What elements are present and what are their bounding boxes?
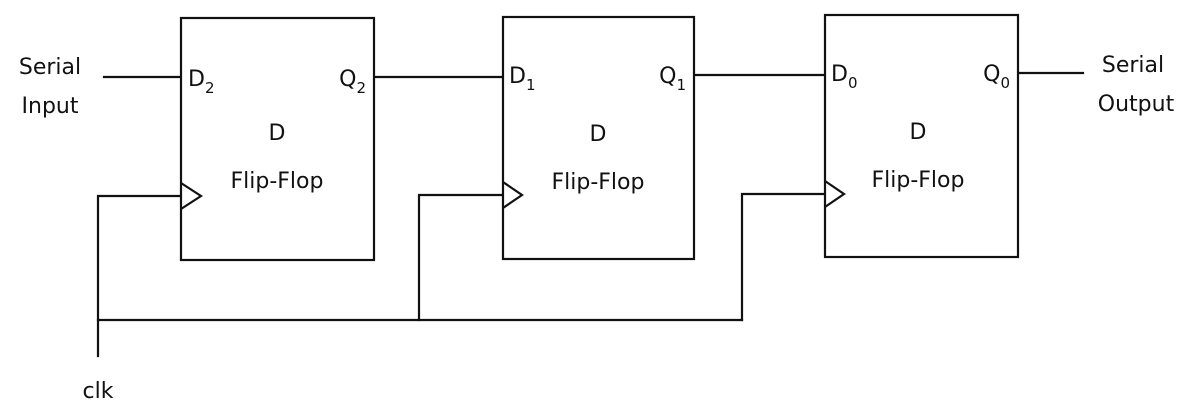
clock-label: clk <box>83 379 114 404</box>
flip-flop-0-subtitle: Flip-Flop <box>872 168 965 193</box>
clock-wire-ff1 <box>417 193 505 322</box>
flip-flop-2-q-pin: Q2 <box>339 67 366 97</box>
flip-flop-1-box <box>501 15 696 261</box>
flip-flop-0-title: D <box>910 120 927 145</box>
clock-wire-ff0 <box>740 192 827 322</box>
flip-flop-0-q-pin: Q0 <box>983 62 1010 92</box>
flip-flop-1: D1 Q1 D Flip-Flop <box>501 15 696 261</box>
serial-output-label-line1: Serial <box>1102 53 1164 78</box>
flip-flop-2-subtitle: Flip-Flop <box>231 169 324 194</box>
flip-flop-1-subtitle: Flip-Flop <box>552 170 645 195</box>
flip-flop-1-title: D <box>590 122 607 147</box>
flip-flop-1-q-pin: Q1 <box>659 64 686 94</box>
flip-flop-2-d-pin: D2 <box>188 67 215 97</box>
flip-flop-2-clock-triangle <box>180 182 204 210</box>
flip-flop-1-clock-triangle <box>502 181 524 209</box>
flip-flop-0-d-pin: D0 <box>831 62 858 92</box>
serial-input-label-line2: Input <box>22 94 79 119</box>
flip-flop-1-d-pin: D1 <box>509 64 536 94</box>
flip-flop-2: D2 Q2 D Flip-Flop <box>179 16 376 262</box>
flip-flop-0-box <box>823 13 1020 259</box>
flip-flop-0: D0 Q0 D Flip-Flop <box>823 13 1020 259</box>
clock-wire-ff2 <box>96 194 183 358</box>
flip-flop-2-title: D <box>269 121 286 146</box>
flip-flop-0-clock-triangle <box>824 180 846 208</box>
serial-input-label-line1: Serial <box>19 55 81 80</box>
serial-output-label-line2: Output <box>1098 92 1175 117</box>
flip-flop-2-box <box>179 16 376 262</box>
